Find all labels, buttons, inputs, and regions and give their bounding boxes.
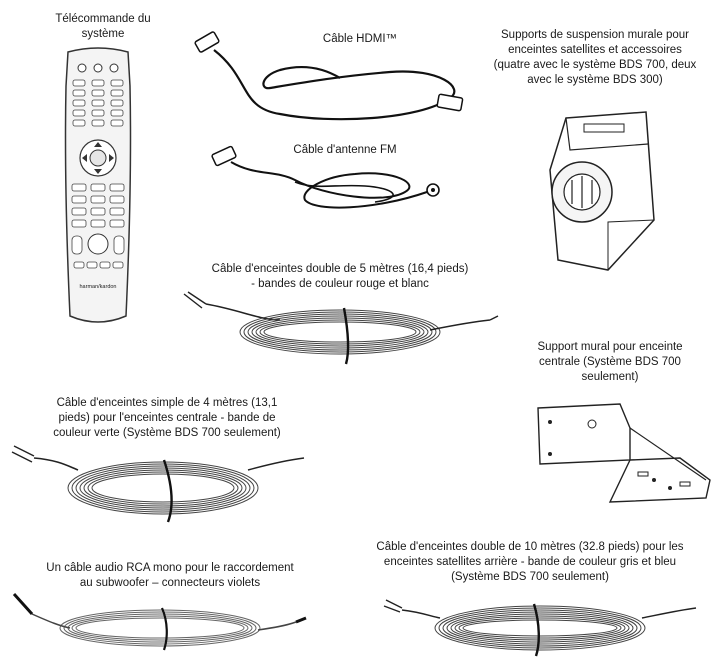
speaker-cable-5m-caption: Câble d'enceintes double de 5 mètres (16… bbox=[211, 263, 469, 290]
remote-brand-logo: harman/kardon bbox=[80, 284, 117, 290]
fm-antenna-caption: Câble d'antenne FM bbox=[293, 144, 397, 156]
speaker-cable-10m-caption: Câble d'enceintes double de 10 mètres (3… bbox=[376, 541, 684, 583]
center-mount-caption: Support mural pour enceinte centrale (Sy… bbox=[537, 341, 683, 383]
rca-cable-caption: Un câble audio RCA mono pour le raccorde… bbox=[46, 562, 294, 589]
speaker-cable-10m-illustration bbox=[380, 588, 700, 660]
remote-caption: Télécommande du système bbox=[55, 13, 151, 40]
wall-mount-bracket-illustration bbox=[536, 110, 676, 275]
center-wall-mount-illustration bbox=[530, 398, 715, 508]
speaker-cable-4m-caption: Câble d'enceintes simple de 4 mètres (13… bbox=[53, 397, 281, 439]
hdmi-cable-caption: Câble HDMI™ bbox=[322, 33, 398, 45]
hdmi-cable-illustration bbox=[190, 28, 480, 138]
rca-cable-illustration bbox=[10, 588, 310, 660]
remote-control-illustration: harman/kardon bbox=[60, 46, 136, 328]
fm-antenna-cable-illustration bbox=[205, 140, 450, 220]
wall-mount-caption: Supports de suspension murale pour encei… bbox=[493, 29, 697, 86]
speaker-cable-4m-illustration bbox=[8, 440, 308, 530]
speaker-cable-5m-illustration bbox=[180, 290, 500, 370]
